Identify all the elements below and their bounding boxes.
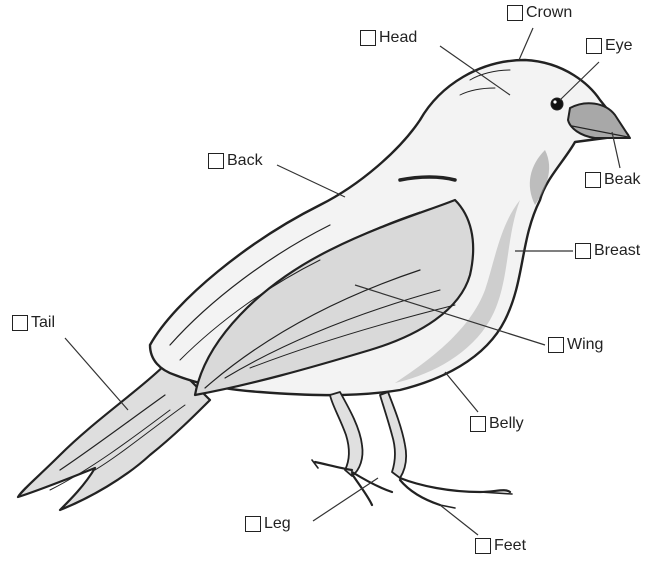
belly-label-text: Belly bbox=[489, 415, 524, 432]
label-eye: Eye bbox=[586, 38, 633, 54]
beak-checkbox[interactable] bbox=[585, 172, 601, 188]
wing-label-text: Wing bbox=[567, 336, 604, 353]
back-checkbox[interactable] bbox=[208, 153, 224, 169]
bird-wing bbox=[193, 198, 475, 397]
leader-line-back bbox=[276, 164, 346, 198]
wing-checkbox[interactable] bbox=[548, 337, 564, 353]
back-label-text: Back bbox=[227, 152, 263, 169]
tail-checkbox[interactable] bbox=[12, 315, 28, 331]
leg-checkbox[interactable] bbox=[245, 516, 261, 532]
eye-checkbox[interactable] bbox=[586, 38, 602, 54]
feet-checkbox[interactable] bbox=[475, 538, 491, 554]
tail-label-text: Tail bbox=[31, 314, 56, 331]
label-belly: Belly bbox=[470, 416, 524, 432]
belly-checkbox[interactable] bbox=[470, 416, 486, 432]
leader-lines bbox=[64, 27, 621, 536]
feet-label-text: Feet bbox=[494, 537, 527, 554]
label-beak: Beak bbox=[585, 172, 640, 188]
label-feet: Feet bbox=[475, 538, 526, 554]
leader-line-tail bbox=[64, 337, 129, 411]
head-label-text: Head bbox=[379, 29, 418, 46]
label-wing: Wing bbox=[548, 337, 603, 353]
leg-label-text: Leg bbox=[264, 515, 291, 532]
leader-line-head bbox=[439, 45, 511, 96]
label-leg: Leg bbox=[245, 516, 291, 532]
bird-tail bbox=[16, 358, 212, 512]
leader-line-feet bbox=[439, 504, 479, 536]
crown-checkbox[interactable] bbox=[507, 5, 523, 21]
breast-label-text: Breast bbox=[594, 242, 641, 259]
bird-eye bbox=[550, 97, 564, 111]
leader-line-eye bbox=[559, 61, 600, 101]
label-back: Back bbox=[208, 153, 263, 169]
bird-beak bbox=[567, 102, 631, 139]
leader-line-wing bbox=[354, 284, 546, 346]
leader-line-belly bbox=[444, 371, 479, 413]
leader-line-crown bbox=[518, 27, 534, 61]
bird-illustration bbox=[16, 58, 631, 512]
leader-line-beak bbox=[611, 131, 621, 169]
breast-checkbox[interactable] bbox=[575, 243, 591, 259]
crown-label-text: Crown bbox=[526, 4, 573, 21]
bird-feet bbox=[313, 460, 512, 507]
eye-label-text: Eye bbox=[605, 37, 633, 54]
leader-line-leg bbox=[312, 477, 379, 522]
label-crown: Crown bbox=[507, 5, 572, 21]
head-checkbox[interactable] bbox=[360, 30, 376, 46]
beak-label-text: Beak bbox=[604, 171, 641, 188]
bird-leg bbox=[329, 391, 364, 477]
label-tail: Tail bbox=[12, 315, 55, 331]
label-head: Head bbox=[360, 30, 417, 46]
label-breast: Breast bbox=[575, 243, 640, 259]
